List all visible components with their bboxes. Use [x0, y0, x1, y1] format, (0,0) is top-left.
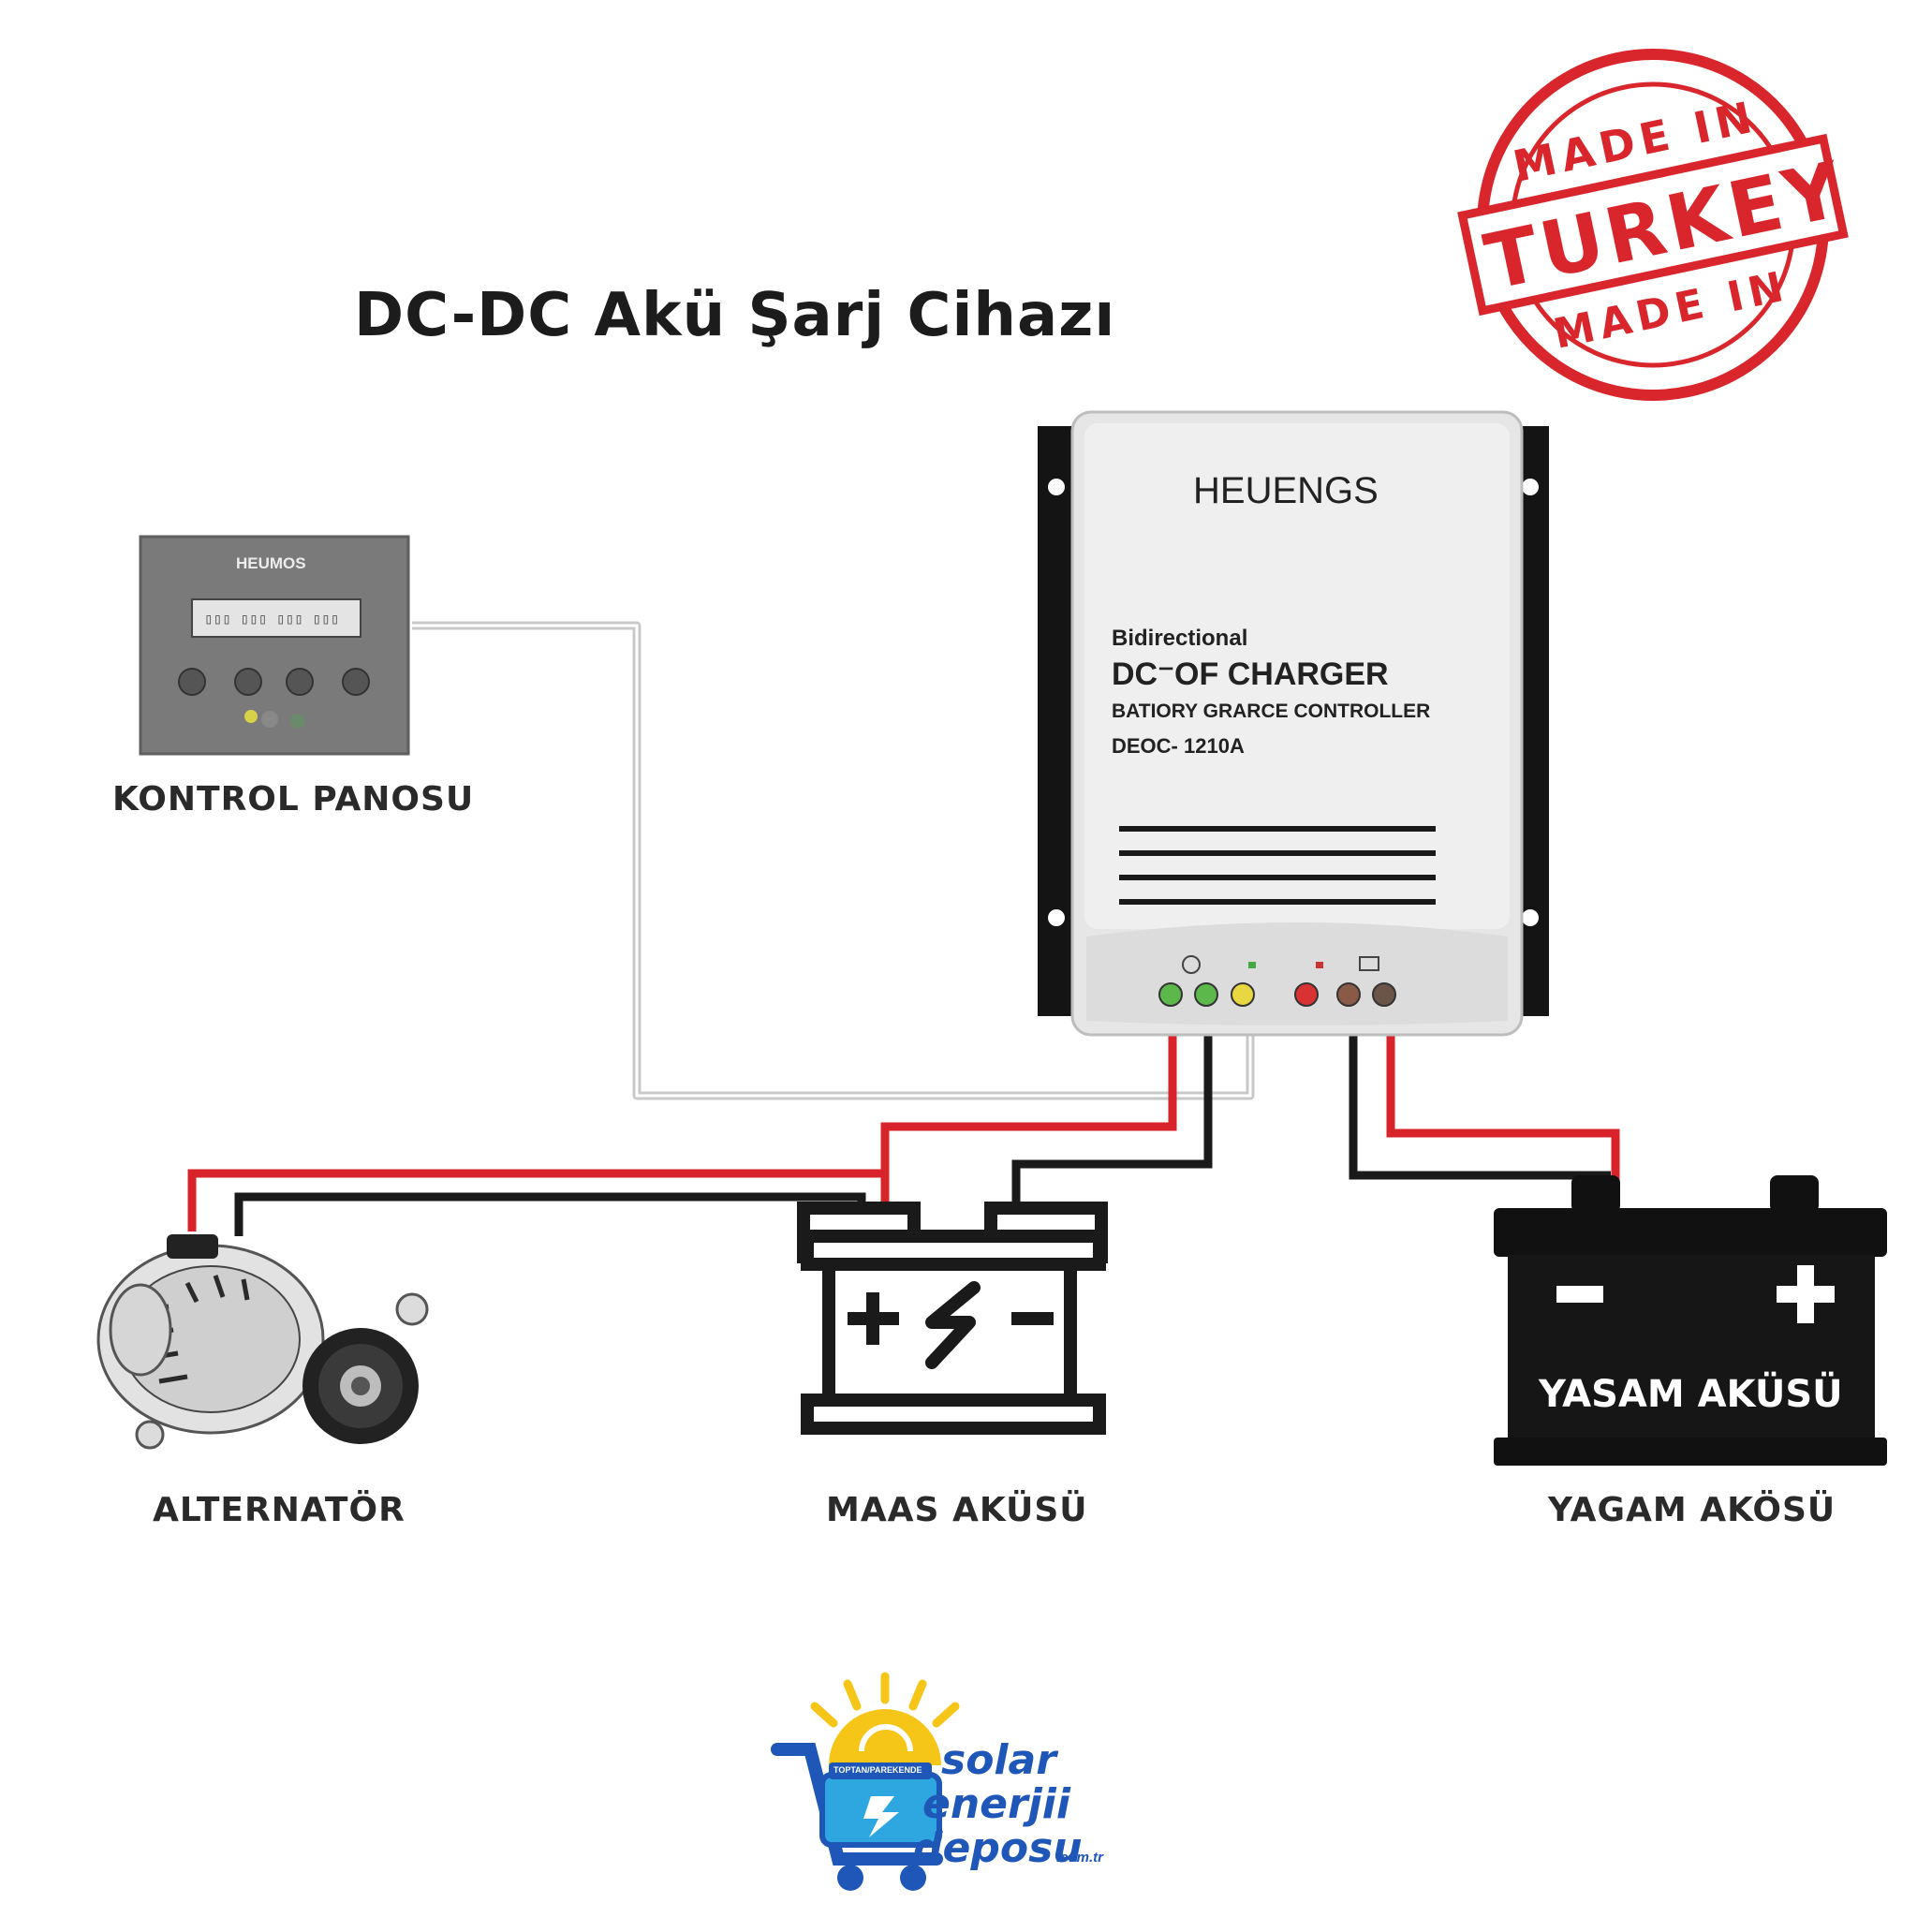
- control-panel-brand: HEUMOS: [236, 554, 306, 572]
- control-panel-label: KONTROL PANOSU: [112, 780, 475, 819]
- starter-battery-label: MAAS AKÜSÜ: [826, 1491, 1088, 1529]
- alternator-negative-wire: [234, 1192, 866, 1236]
- logo-line3: deposu: [913, 1824, 1083, 1872]
- dc-dc-charger: [1038, 410, 1549, 1037]
- charger-line1: Bidirectional: [1112, 626, 1248, 651]
- charger-line3: BATIORY GRARCE CONTROLLER: [1112, 701, 1431, 722]
- svg-text:▯▯▯ ▯▯▯ ▯▯▯ ▯▯▯: ▯▯▯ ▯▯▯ ▯▯▯ ▯▯▯: [204, 612, 339, 628]
- charger-model: DEOC- 1210A: [1112, 734, 1245, 758]
- logo-tagline: TOPTAN/PAREKENDE: [833, 1765, 922, 1775]
- house-battery-icon: [1494, 1175, 1887, 1466]
- led-green-2: [1194, 982, 1218, 1007]
- led-brown-2: [1372, 982, 1396, 1007]
- led-brown-1: [1336, 982, 1361, 1007]
- solar-enerji-deposu-logo: [771, 1672, 960, 1891]
- led-green-1: [1158, 982, 1183, 1007]
- alternator-image: [96, 1234, 429, 1450]
- house-battery-body-text: YASAM AKÜSÜ: [1539, 1373, 1843, 1416]
- logo-suffix: .com.tr: [1056, 1850, 1104, 1866]
- logo-line2: enerjii: [922, 1780, 1070, 1828]
- diagram-title: DC-DC Akü Şarj Cihazı: [354, 281, 1116, 350]
- made-in-turkey-stamp: [1457, 49, 1849, 401]
- charger-line2: DC⁻OF CHARGER: [1112, 656, 1389, 692]
- led-red: [1294, 982, 1319, 1007]
- led-yellow: [1231, 982, 1255, 1007]
- charger-output-positive-wire: [1386, 1035, 1620, 1182]
- starter-battery-icon: [797, 1202, 1108, 1435]
- control-panel-device: ▯▯▯ ▯▯▯ ▯▯▯ ▯▯▯: [139, 535, 410, 756]
- alternator-positive-wire: [187, 1169, 890, 1231]
- house-battery-label: YAGAM AKÖSÜ: [1548, 1491, 1836, 1529]
- alternator-label: ALTERNATÖR: [153, 1491, 406, 1529]
- charger-brand: HEUENGS: [1193, 470, 1379, 511]
- charger-input-positive-wire: [880, 1035, 1177, 1208]
- charger-output-negative-wire: [1349, 1035, 1611, 1180]
- logo-line1: solar: [941, 1736, 1056, 1784]
- charger-input-negative-wire: [1011, 1035, 1213, 1208]
